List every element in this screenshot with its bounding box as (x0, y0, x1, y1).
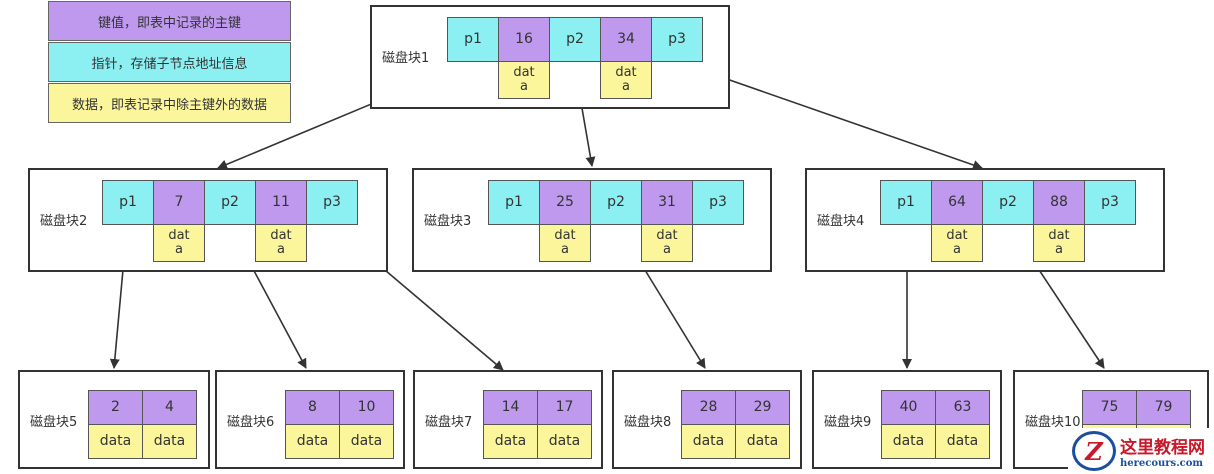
block-5-data-1: data (88, 424, 143, 459)
block-6-data-1: data (285, 424, 340, 459)
block-1-key-1: 16 (498, 17, 550, 62)
block-1-pointer-3: p3 (651, 17, 703, 62)
block-3-pointer-2: p2 (590, 180, 642, 225)
block-4-data-2: dat a (1033, 224, 1085, 262)
block-1-pointer-2: p2 (549, 17, 601, 62)
block-9-data-1: data (881, 424, 936, 459)
block-7-data-2: data (537, 424, 592, 459)
block-9-label: 磁盘块9 (824, 415, 872, 430)
block-10-key-2: 79 (1136, 390, 1191, 425)
block-2-label: 磁盘块2 (40, 214, 88, 229)
block-10-label: 磁盘块10 (1025, 415, 1081, 430)
block-1-pointer-1: p1 (447, 17, 499, 62)
block-2-data-2: dat a (255, 224, 307, 262)
block-2-key-1: 7 (153, 180, 205, 225)
site-watermark: Z 这里教程网 herecours.com (1068, 428, 1214, 474)
block-4-data-1: dat a (931, 224, 983, 262)
block-5-key-1: 2 (88, 390, 143, 425)
block-9-data-2: data (935, 424, 990, 459)
block-3-label: 磁盘块3 (424, 214, 472, 229)
block-3-pointer-3: p3 (692, 180, 744, 225)
block-5-data-2: data (142, 424, 197, 459)
block-2-key-2: 11 (255, 180, 307, 225)
block-7-key-2: 17 (537, 390, 592, 425)
block-3-data-2: dat a (641, 224, 693, 262)
block-5-key-2: 4 (142, 390, 197, 425)
block-7-data-1: data (483, 424, 538, 459)
block-4-pointer-3: p3 (1084, 180, 1136, 225)
legend-key: 键值，即表中记录的主键 (48, 1, 291, 41)
block-3-data-1: dat a (539, 224, 591, 262)
block-3-key-1: 25 (539, 180, 591, 225)
block-3-key-2: 31 (641, 180, 693, 225)
block-9-key-1: 40 (881, 390, 936, 425)
block-4-key-2: 88 (1033, 180, 1085, 225)
block-1-data-1: dat a (498, 61, 550, 99)
block-7-label: 磁盘块7 (425, 415, 473, 430)
block-2-data-1: dat a (153, 224, 205, 262)
block-1-label: 磁盘块1 (382, 51, 430, 66)
watermark-en: herecours.com (1120, 458, 1204, 469)
legend-pointer: 指针，存储子节点地址信息 (48, 42, 291, 82)
block-1-data-2: dat a (600, 61, 652, 99)
watermark-cn: 这里教程网 (1120, 438, 1205, 458)
block-9-key-2: 63 (935, 390, 990, 425)
block-8-key-1: 28 (681, 390, 736, 425)
block-5-label: 磁盘块5 (30, 415, 78, 430)
block-1-key-2: 34 (600, 17, 652, 62)
block-6-data-2: data (339, 424, 394, 459)
block-8-key-2: 29 (735, 390, 790, 425)
block-6-label: 磁盘块6 (227, 415, 275, 430)
block-2-pointer-2: p2 (204, 180, 256, 225)
legend-data: 数据，即表记录中除主键外的数据 (48, 83, 291, 123)
block-8-data-2: data (735, 424, 790, 459)
block-4-pointer-2: p2 (982, 180, 1034, 225)
block-3-pointer-1: p1 (488, 180, 540, 225)
block-8-label: 磁盘块8 (624, 415, 672, 430)
block-6-key-2: 10 (339, 390, 394, 425)
block-4-label: 磁盘块4 (817, 214, 865, 229)
block-10-key-1: 75 (1082, 390, 1137, 425)
block-6-key-1: 8 (285, 390, 340, 425)
block-2-pointer-1: p1 (102, 180, 154, 225)
block-4-pointer-1: p1 (880, 180, 932, 225)
site-logo-icon: Z (1072, 431, 1116, 471)
block-7-key-1: 14 (483, 390, 538, 425)
block-8-data-1: data (681, 424, 736, 459)
block-2-pointer-3: p3 (306, 180, 358, 225)
block-4-key-1: 64 (931, 180, 983, 225)
